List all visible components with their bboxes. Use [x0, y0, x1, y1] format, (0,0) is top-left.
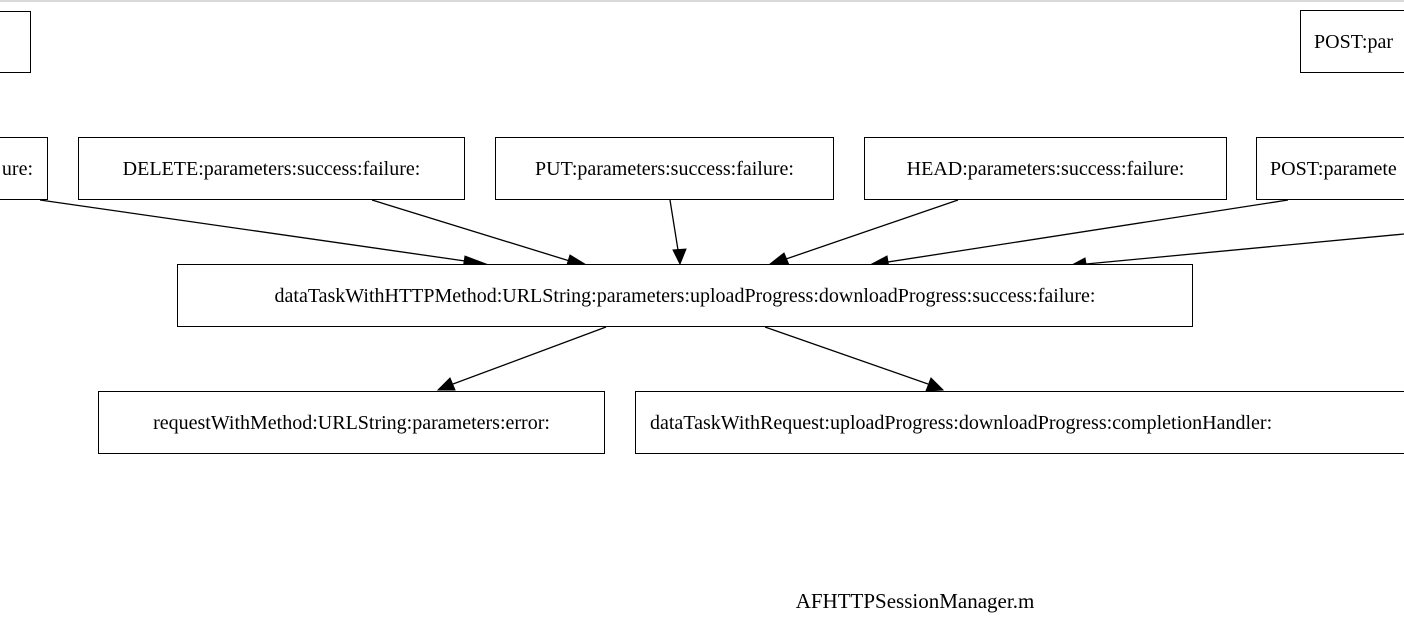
edge-head-to-center: [785, 199, 959, 260]
diagram-caption: AFHTTPSessionManager.m: [795, 589, 1035, 613]
node-put: PUT:parameters:success:failure:: [495, 137, 834, 200]
node-label: POST:par: [1314, 30, 1394, 53]
node-label: dataTaskWithRequest:uploadProgress:downl…: [650, 411, 1273, 434]
node-row1-partial-left: ure:: [0, 137, 48, 200]
node-datatask-http-method: dataTaskWithHTTPMethod:URLString:paramet…: [177, 264, 1193, 327]
node-label: ure:: [1, 157, 33, 180]
edge-post-to-center: [887, 199, 1289, 263]
arrowhead-request: [436, 377, 456, 391]
node-label: POST:paramete: [1270, 157, 1397, 180]
node-label: DELETE:parameters:success:failure:: [122, 157, 421, 180]
edge-center-to-datatask: [764, 326, 929, 385]
node-label: PUT:parameters:success:failure:: [535, 157, 794, 180]
arrowhead-datatask: [925, 377, 945, 392]
edge-delete-to-center: [371, 199, 574, 263]
node-top-left: [0, 11, 31, 73]
node-post-top: POST:par: [1300, 10, 1404, 73]
node-datatask-with-request: dataTaskWithRequest:uploadProgress:downl…: [635, 391, 1404, 454]
arrowhead-put: [672, 248, 687, 266]
edge-offscreen-to-center: [1085, 233, 1404, 265]
edge-put-to-center: [669, 199, 679, 251]
node-label: HEAD:parameters:success:failure:: [906, 157, 1185, 180]
node-request-with-method: requestWithMethod:URLString:parameters:e…: [98, 391, 605, 454]
node-label: requestWithMethod:URLString:parameters:e…: [153, 411, 550, 434]
top-divider: [0, 0, 1404, 2]
node-label: dataTaskWithHTTPMethod:URLString:paramet…: [274, 284, 1096, 307]
node-head: HEAD:parameters:success:failure:: [864, 137, 1227, 200]
edge-row1a-to-center: [39, 199, 473, 263]
edge-center-to-request: [452, 326, 607, 385]
node-post: POST:paramete: [1256, 137, 1404, 200]
node-delete: DELETE:parameters:success:failure:: [78, 137, 465, 200]
